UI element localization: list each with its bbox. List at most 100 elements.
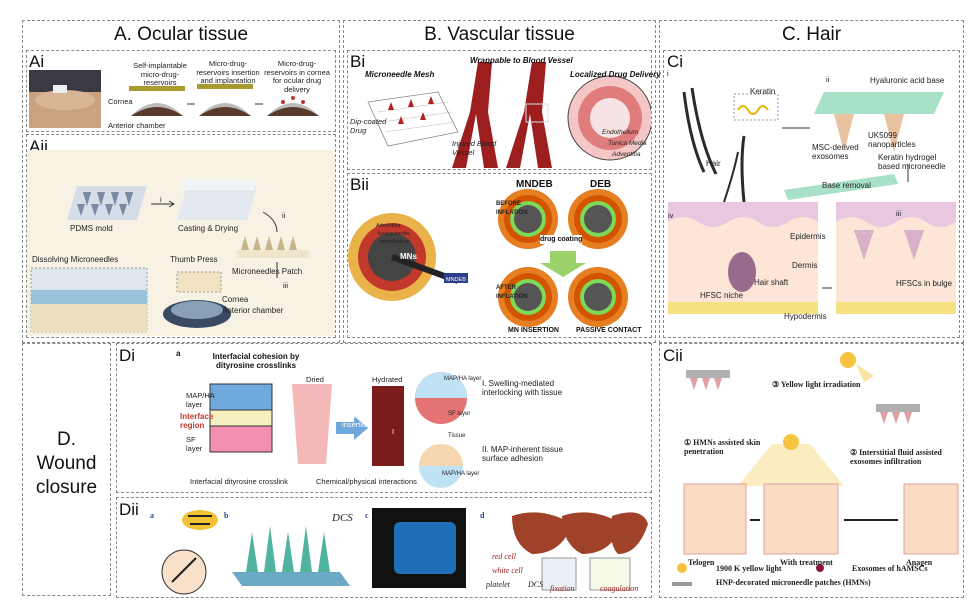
aii-anterior-label: Anterior chamber [222, 306, 284, 315]
bii-mns-label: MNs [400, 252, 417, 261]
ci-keratin-label: Keratin [750, 87, 776, 96]
ai-step1-text: Self-implantable micro-drug-reservoirs [133, 61, 187, 87]
cii-exosomes-label: Exosomes of hAMSCs [852, 564, 928, 573]
bii-passive-label: PASSIVE CONTACT [576, 327, 642, 334]
panel-ci-frame [663, 50, 960, 338]
panel-cii-label: Cii [663, 346, 683, 365]
bii-illustration [348, 189, 628, 327]
ci-step-iii: iii [896, 209, 901, 218]
cii-with-treatment-label: With treatment [780, 558, 833, 567]
di-dried-label: Dried [306, 375, 324, 384]
cii-interstitial-label: ② Interstitial fluid assisted exosomes i… [850, 448, 942, 466]
bii-coating-label: drug coating [540, 235, 583, 244]
bi-media-label: Tunica Media [608, 140, 647, 147]
ci-hfscs-bulge-label: HFSCs in bulge [896, 279, 953, 288]
ci-hair-label: Hair [706, 159, 721, 168]
di-tissue-label: Tissue [448, 433, 466, 439]
bi-mesh-label: Microneedle Mesh [365, 70, 435, 79]
section-b-title: B. Vascular tissue [424, 24, 575, 45]
panel-bii-frame [347, 173, 652, 338]
di-sf-layer-label: SF layer [186, 435, 203, 453]
ci-dermis-label: Dermis [792, 261, 818, 270]
cii-illustration [672, 352, 959, 586]
dii-c-label: c [365, 511, 369, 520]
bii-mn-insertion-label: MN INSERTION [508, 327, 559, 334]
aii-illustration [27, 150, 335, 336]
di-legend2-label: Chemical/physical interactions [316, 477, 417, 486]
bi-localized-label: Localized Drug Delivery [570, 70, 661, 79]
bii-before-label: BEFORE INFLATION [496, 201, 528, 216]
ci-hfsc-niche-label: HFSC niche [700, 291, 744, 300]
panel-dii-label: Dii [119, 500, 139, 519]
panel-ai-label: Ai [29, 52, 45, 71]
ci-illustration [668, 87, 956, 314]
bii-after-label: AFTER INFLATION [496, 285, 528, 300]
di-a-label: a [176, 349, 181, 358]
ci-hypodermis-label: Hypodermis [784, 312, 827, 321]
aii-step-ii: ii [282, 211, 286, 220]
ci-epidermis-label: Epidermis [790, 232, 826, 241]
cii-telogen-label: Telogen [688, 558, 715, 567]
panel-dii-frame [116, 497, 652, 598]
section-c-title: C. Hair [781, 24, 842, 45]
di-illustration [209, 372, 467, 488]
dii-fixation-label: fixation [550, 584, 575, 593]
bi-wrappable-label: Wrappable to Blood Vessel [470, 56, 573, 65]
section-c-frame [659, 20, 964, 343]
bi-injured-label: Injured Blood Vessel [452, 139, 497, 157]
panel-aii-frame [26, 134, 336, 338]
di-map-ha-label: MAP/HA layer [444, 376, 482, 382]
cii-light-label: 1900 K yellow light [716, 564, 782, 573]
panel-di-label: Di [119, 346, 136, 365]
section-a-frame [22, 20, 340, 343]
di-map-layer-label: MAP/HA layer [186, 391, 215, 409]
ai-anterior-label: Anterior chamber [108, 121, 166, 130]
di-map-inherent-label: II. MAP-inherent tissue surface adhesion [482, 445, 563, 463]
section-d-title: D. Wound closure [35, 429, 98, 498]
ci-base-removal-label: Base removal [822, 181, 871, 190]
di-swelling-label: I. Swelling-mediated interlocking with t… [482, 379, 563, 397]
ci-hydrogel-label: Keratin hydrogel based microneedle [878, 153, 946, 171]
ai-cornea-label: Cornea [108, 97, 133, 106]
bi-illustration [367, 62, 651, 168]
ci-hair-shaft-label: Hair shaft [754, 278, 789, 287]
di-sf-layer2-label: SF layer [448, 411, 471, 417]
dii-illustration [161, 508, 648, 595]
cii-hmns-label: ① HMNs assisted skin penetration [684, 438, 761, 456]
panel-ci-label: Ci [667, 52, 684, 71]
aii-cornea-label: Cornea [222, 295, 249, 304]
ai-step3-text: Micro-drug-reservoirs in cornea for ocul… [264, 59, 330, 94]
aii-pdms-label: PDMS mold [70, 224, 113, 233]
di-cohesion-label: Interfacial cohesion by dityrosine cross… [212, 352, 300, 370]
ai-illustration [29, 70, 319, 128]
section-d-frame [22, 343, 111, 596]
panel-di-frame [116, 343, 652, 493]
dii-coagulation-label: coagulation [600, 584, 639, 593]
bii-endothelium-label: endothelium [380, 239, 410, 245]
bii-tunica-label: tunica media [378, 231, 410, 237]
ai-step2-text: Micro-drug-reservoirs insertion and impl… [196, 59, 260, 85]
ci-step-i: i [667, 69, 669, 78]
bi-adventitia-label: Adventitia [612, 151, 641, 158]
cii-anagen-label: Anagen [906, 558, 933, 567]
bi-dip-label: Dip-coated Drug [350, 117, 387, 135]
dii-platelet-label: platelet [486, 580, 510, 589]
panel-bi-frame [347, 50, 652, 170]
dii-a-label: a [150, 511, 154, 520]
di-hydrated-label: Hydrated [372, 375, 403, 384]
dii-dcs-label: DCS [332, 512, 353, 524]
section-a-title: A. Ocular tissue [113, 24, 249, 45]
aii-step-iii: iii [283, 281, 288, 290]
aii-thumb-label: Thumb Press [170, 255, 218, 264]
dii-red-cell-label: red cell [492, 552, 516, 561]
bii-mndeb-label: MNDEB [516, 179, 553, 190]
section-b-frame [343, 20, 656, 343]
ci-step-ii: ii [826, 75, 830, 84]
aii-dissolving-label: Dissolving Microneedles [32, 255, 119, 264]
panel-bi-label: Bi [350, 52, 366, 71]
panel-ai-frame [26, 50, 336, 132]
panel-bii-label: Bii [350, 175, 369, 194]
bi-endothelium-label: Endothelium [602, 129, 639, 136]
bii-deb-label: DEB [590, 179, 612, 190]
dii-dcs2-label: DCS [528, 580, 544, 589]
